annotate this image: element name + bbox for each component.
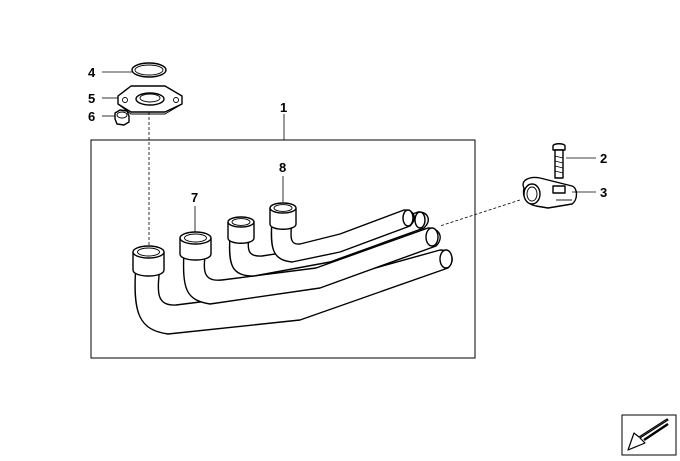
part-5-flange bbox=[117, 85, 183, 115]
assembly-frame bbox=[90, 139, 476, 359]
callout-1: 1 bbox=[280, 100, 287, 115]
callout-8: 8 bbox=[279, 160, 286, 175]
part-6-nut bbox=[114, 109, 130, 126]
alignment-line-clamp bbox=[439, 199, 521, 227]
arrow-down-left-icon[interactable] bbox=[621, 414, 677, 456]
callout-7: 7 bbox=[191, 190, 198, 205]
part-3-clamp bbox=[522, 176, 578, 209]
callout-3: 3 bbox=[600, 185, 607, 200]
callout-4: 4 bbox=[88, 65, 96, 80]
part-4-gasket-ring bbox=[131, 62, 167, 78]
callout-2: 2 bbox=[600, 151, 607, 166]
part-2-bolt bbox=[552, 143, 566, 179]
callout-5: 5 bbox=[88, 91, 95, 106]
part-1-exhaust-manifold bbox=[132, 202, 453, 335]
callout-6: 6 bbox=[88, 109, 95, 124]
